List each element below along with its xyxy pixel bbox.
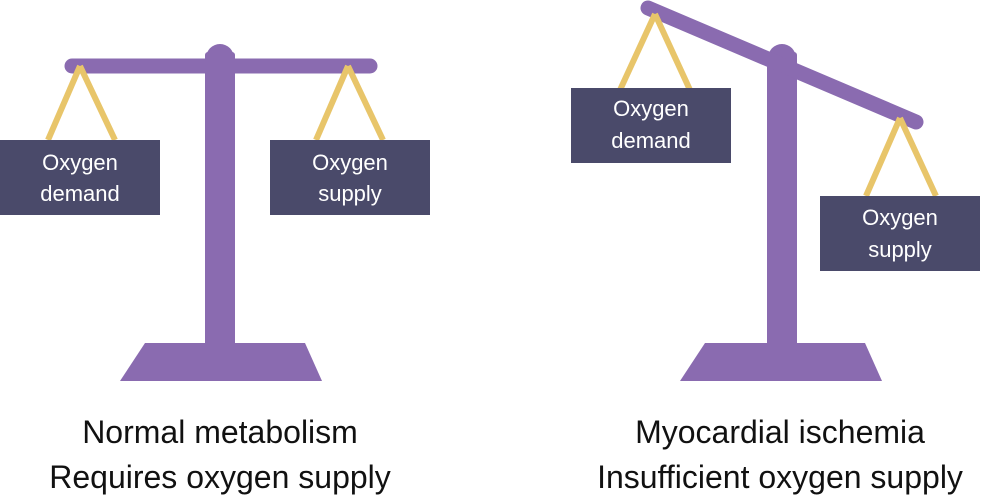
right-scale-caption-line1: Myocardial ischemia	[635, 414, 925, 450]
left-scale-demand-line2: demand	[40, 181, 120, 206]
right-scale-oxygen-supply-box: Oxygen supply	[820, 196, 980, 271]
right-scale: Oxygen demand Oxygen supply Myocardial i…	[571, 0, 980, 495]
left-scale-base	[120, 343, 322, 381]
right-scale-caption-line2: Insufficient oxygen supply	[597, 459, 963, 495]
right-scale-demand-line2: demand	[611, 128, 691, 153]
left-scale-oxygen-supply-box: Oxygen supply	[270, 140, 430, 215]
left-scale: Oxygen demand Oxygen supply Normal metab…	[0, 44, 430, 495]
right-scale-base	[680, 343, 882, 381]
left-scale-supply-line2: supply	[318, 181, 382, 206]
right-scale-post	[767, 52, 797, 352]
left-scale-demand-line1: Oxygen	[42, 150, 118, 175]
right-scale-right-strings	[863, 116, 939, 198]
left-scale-right-strings	[313, 64, 386, 142]
left-scale-caption-line2: Requires oxygen supply	[49, 459, 391, 495]
left-scale-supply-line1: Oxygen	[312, 150, 388, 175]
left-scale-caption-line1: Normal metabolism	[82, 414, 358, 450]
right-scale-oxygen-demand-box: Oxygen demand	[571, 88, 731, 163]
right-scale-beam	[640, 0, 924, 130]
left-scale-post	[205, 52, 235, 352]
left-scale-left-strings	[45, 64, 118, 142]
right-scale-supply-line2: supply	[868, 237, 932, 262]
right-scale-left-strings	[617, 12, 693, 92]
left-scale-oxygen-demand-box: Oxygen demand	[0, 140, 160, 215]
right-scale-supply-line1: Oxygen	[862, 205, 938, 230]
right-scale-demand-line1: Oxygen	[613, 96, 689, 121]
